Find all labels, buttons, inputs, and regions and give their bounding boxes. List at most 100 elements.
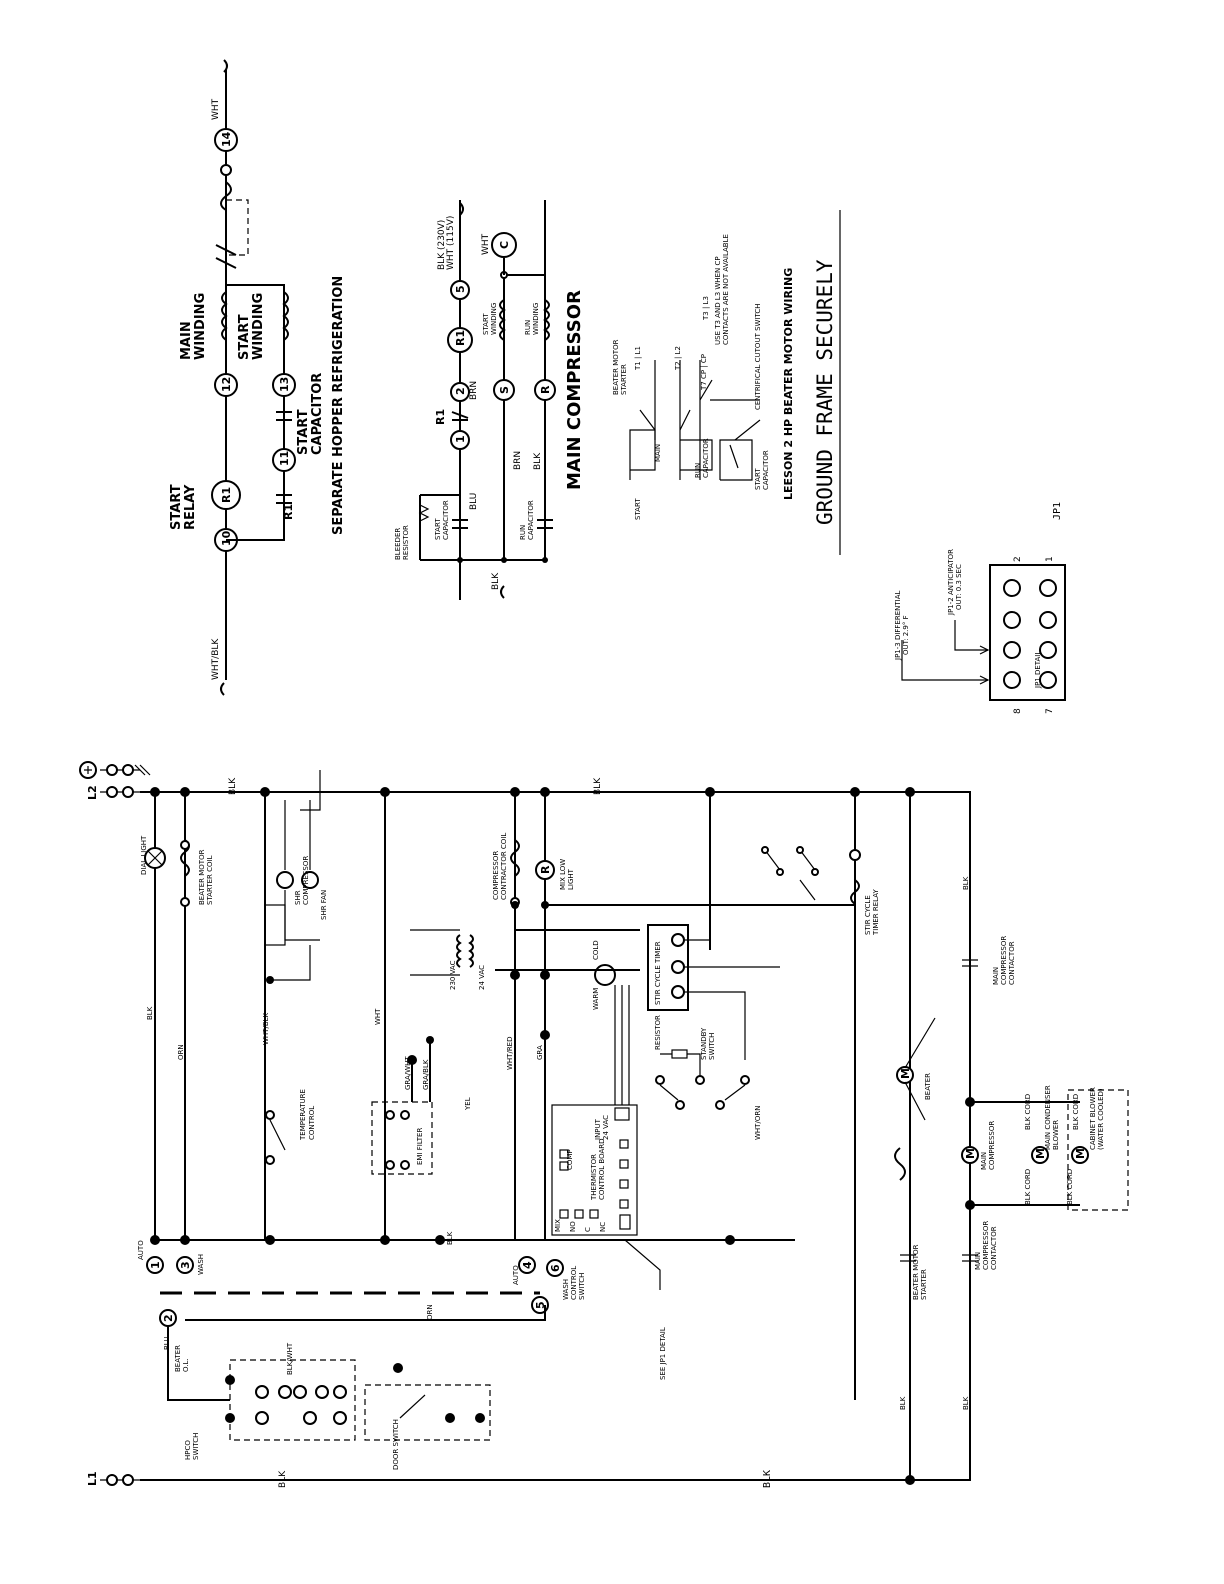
wash-switch-label-3: SWITCH: [578, 1273, 586, 1300]
beater-label: BEATER: [924, 1073, 932, 1100]
bleeder-resistor: BLEEDER: [394, 528, 402, 560]
main-cond-label: MAIN CONDENSER: [1044, 1085, 1052, 1150]
wash-switch-label-2: CONTROL: [570, 1266, 578, 1300]
beater-starter2-2: STARTER: [920, 1269, 928, 1300]
wire-blk-2: BLK: [899, 1396, 907, 1410]
beater-ol-label: BEATER: [174, 1345, 182, 1372]
jp1-3-value: OUT: 2.9° F: [902, 615, 910, 655]
l2-blk: BLK: [228, 777, 238, 795]
wire-blk-4: BLK: [962, 876, 970, 890]
term-6: 6: [549, 1264, 562, 1272]
beater-note-2: CONTACTS ARE NOT AVAILABLE: [722, 234, 730, 345]
beater-main: MAIN: [654, 444, 662, 462]
comp-terminal-1: 1: [454, 435, 467, 443]
start-capacitor-label: START: [296, 409, 311, 455]
wire-gra-blk: GRA/BLK: [422, 1059, 430, 1090]
standby-label-2: SWITCH: [708, 1033, 716, 1060]
comp-wire-brn2: BRN: [513, 451, 523, 470]
hopper-title: SEPARATE HOPPER REFRIGERATION: [331, 276, 346, 535]
board-comp: COMP: [566, 1149, 574, 1170]
comp-wire-blk: BLK: [533, 452, 543, 470]
comp-relay-label: R1: [434, 409, 447, 425]
main-contactor-top: MAIN: [992, 967, 1000, 985]
blk-cord-1: BLK CORD: [1024, 1094, 1032, 1130]
terminal-13: 13: [278, 377, 291, 392]
wire-orn-2: ORN: [426, 1304, 434, 1320]
l2-label: L2: [86, 785, 99, 800]
l1-blk-2: BLK: [762, 1470, 773, 1488]
comp-coil-label: COMPRESSOR: [492, 851, 500, 900]
comp-terminal-s: S: [498, 386, 511, 394]
door-switch-label: DOOR SWITCH: [392, 1419, 400, 1470]
warm-label: WARM: [592, 988, 600, 1010]
comp-start-winding: START: [482, 313, 490, 335]
wire-blk-3: BLK: [962, 1396, 970, 1410]
l1-blk: BLK: [278, 1470, 288, 1488]
comp-start-cap-2: CAPACITOR: [442, 500, 450, 540]
thermistor-label: THERMISTOR: [590, 1154, 598, 1201]
beater-start-cap: START: [754, 468, 762, 490]
beater-ol-label-2: O.L.: [182, 1358, 190, 1372]
mix-low-label: MIX LOW: [559, 859, 567, 890]
wire-orn: ORN: [177, 1044, 185, 1060]
term-2: 2: [162, 1314, 175, 1322]
wire-gra: GRA: [536, 1045, 544, 1060]
start-winding-label: START: [237, 314, 252, 360]
board-nc: NC: [599, 1222, 607, 1232]
beater-t3-l3: T3 | L3: [702, 296, 710, 321]
term-3: 3: [179, 1261, 192, 1269]
terminal-14: 14: [220, 131, 233, 147]
see-jp1-label: SEE JP1 DETAIL: [659, 1327, 667, 1380]
comp-run-cap: RUN: [519, 525, 527, 540]
jp1-3-label: JP1-3 DIFFERENTIAL: [894, 590, 902, 661]
comp-wire-brn: BRN: [469, 381, 479, 400]
comp-run-cap-2: CAPACITOR: [527, 500, 535, 540]
wire-wht: WHT: [374, 1008, 382, 1025]
comp-terminal-2: 2: [454, 387, 467, 395]
beater-title: LEESON 2 HP BEATER MOTOR WIRING: [782, 268, 795, 500]
main-comp-label: MAIN: [980, 1152, 988, 1170]
vac-24-label: 24 VAC: [478, 965, 486, 990]
main-winding-label-2: WINDING: [193, 293, 208, 360]
start-relay-label-2: RELAY: [183, 484, 198, 530]
start-winding-label-2: WINDING: [251, 293, 266, 360]
beater-t1-l1: T1 | L1: [634, 346, 642, 371]
compressor-title: MAIN COMPRESSOR: [564, 290, 585, 490]
wire-gra-wht: GRA/WHT: [404, 1056, 412, 1090]
cold-label: COLD: [592, 940, 600, 960]
board-mix: MIX: [554, 1219, 562, 1232]
hpco-label: HPCO: [184, 1440, 192, 1460]
beater-t2-l2: T2 | L2: [674, 346, 682, 371]
terminal-12: 12: [220, 377, 233, 392]
comp-wire-blu: BLU: [469, 493, 479, 510]
comp-run-winding: RUN: [524, 320, 532, 335]
main-cond-m: M: [1034, 1148, 1047, 1159]
relay-coil-label: R1: [220, 487, 233, 503]
input-24-label: INPUT: [594, 1118, 602, 1140]
main-winding-label: MAIN: [179, 321, 194, 360]
beater-motor-wiring: BEATER MOTOR STARTER T1 | L1 T2 | L2 T7 …: [612, 234, 795, 520]
term-5: 5: [534, 1301, 547, 1309]
stir-timer-label: STIR CYCLE TIMER: [654, 941, 662, 1005]
beater-start: START: [634, 498, 642, 520]
main-contactor-top-3: CONTACTOR: [1008, 941, 1016, 985]
relay-contact-label: R1: [282, 504, 295, 520]
main-contactor-bottom-2: COMPRESSOR: [982, 1221, 990, 1270]
emi-filter-label: EMI FILTER: [416, 1128, 424, 1165]
wash-label: WASH: [197, 1254, 205, 1275]
dial-light-label: DIAL LIGHT: [140, 835, 148, 875]
start-capacitor-label-2: CAPACITOR: [310, 373, 325, 455]
main-contactor-top-2: COMPRESSOR: [1000, 936, 1008, 985]
hpco-label-2: SWITCH: [192, 1433, 200, 1460]
comp-start-winding-2: WINDING: [490, 303, 498, 335]
beater-starter-label-2: STARTER: [620, 364, 628, 395]
jp1-2-value: OUT: 0.3 SEC: [955, 564, 963, 610]
jp1-pin-7: 7: [1045, 708, 1055, 714]
input-24-label-2: 24 VAC: [602, 1115, 610, 1140]
beater-motor-m: M: [899, 1068, 912, 1079]
temp-control-label: TEMPERATURE: [299, 1089, 307, 1141]
stir-relay-label: STIR CYCLE: [864, 895, 872, 935]
thermistor-label-2: CONTROL BOARD: [598, 1138, 606, 1200]
terminal-11: 11: [278, 451, 291, 466]
